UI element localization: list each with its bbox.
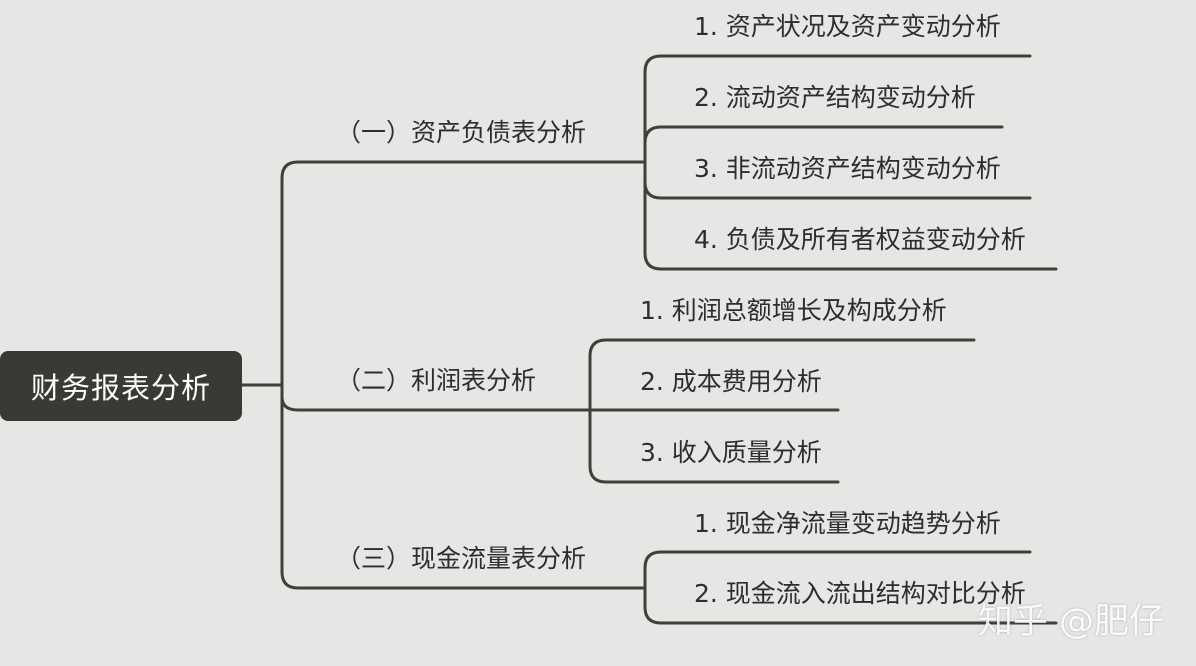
leaf-cash-2: 2. 现金流入流出结构对比分析 xyxy=(694,579,1026,608)
connector-trunk xyxy=(280,160,647,387)
leaf-income-2: 2. 成本费用分析 xyxy=(640,367,822,396)
watermark: 知乎 @肥仔 xyxy=(977,602,1164,642)
leaf-balance-4: 4. 负债及所有者权益变动分析 xyxy=(694,225,1026,254)
connector-b2-c3 xyxy=(588,408,840,484)
leaf-cash-1: 1. 现金净流量变动趋势分析 xyxy=(694,509,1001,538)
connector-b2-c1 xyxy=(588,338,976,412)
leaf-income-3: 3. 收入质量分析 xyxy=(640,438,822,467)
connector-b1-c2 xyxy=(643,125,1004,164)
leaf-balance-2: 2. 流动资产结构变动分析 xyxy=(694,83,976,112)
root-node: 财务报表分析 xyxy=(0,351,242,421)
root-label: 财务报表分析 xyxy=(30,371,211,405)
connector-b1-c1 xyxy=(643,54,1032,164)
branch-label-balance-sheet: （一）资产负债表分析 xyxy=(336,118,587,147)
connector-b3-c1 xyxy=(643,550,1032,590)
connector-b3-c2 xyxy=(643,586,1058,625)
branch-label-income-statement: （二）利润表分析 xyxy=(336,366,537,395)
leaf-balance-3: 3. 非流动资产结构变动分析 xyxy=(694,154,1001,183)
leaf-income-1: 1. 利润总额增长及构成分析 xyxy=(640,296,947,325)
connector-trunk-bottom xyxy=(280,383,647,590)
connector-b1-c4 xyxy=(643,160,1058,271)
leaf-balance-1: 1. 资产状况及资产变动分析 xyxy=(694,12,1001,41)
branch-label-cash-flow: （三）现金流量表分析 xyxy=(336,544,587,573)
